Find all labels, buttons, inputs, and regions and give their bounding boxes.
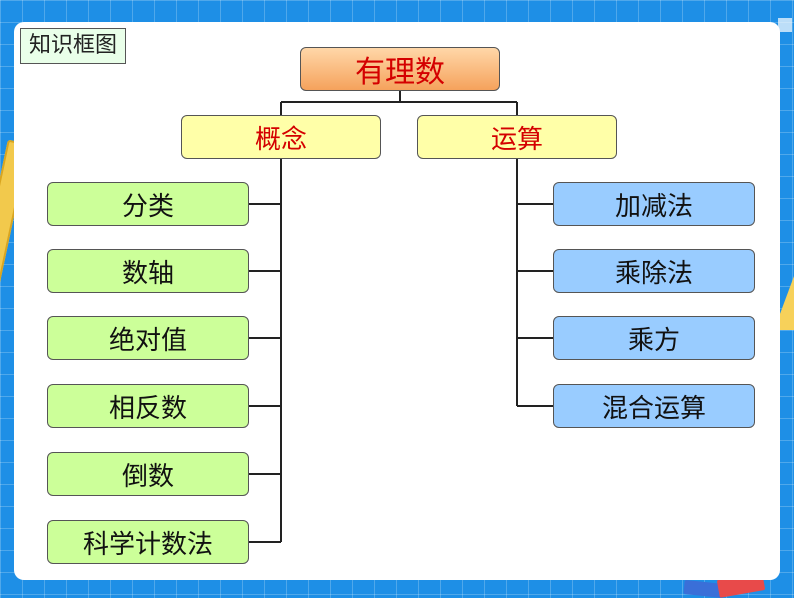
concept-node: 倒数: [47, 452, 249, 496]
slide-card: 知识框图 有理数 概念 运算 分类 数轴 绝对值 相反数 倒数: [14, 22, 780, 580]
branch-node-operations: 运算: [417, 115, 617, 159]
root-node: 有理数: [300, 47, 500, 91]
concept-node: 分类: [47, 182, 249, 226]
concept-node: 数轴: [47, 249, 249, 293]
operation-node: 加减法: [553, 182, 755, 226]
concept-node: 科学计数法: [47, 520, 249, 564]
operation-node: 乘方: [553, 316, 755, 360]
operation-node: 混合运算: [553, 384, 755, 428]
square-decoration: [778, 18, 792, 32]
concept-node: 相反数: [47, 384, 249, 428]
connector-lines: [249, 91, 553, 543]
page-title: 知识框图: [20, 28, 127, 64]
branch-node-concept: 概念: [181, 115, 381, 159]
concept-node: 绝对值: [47, 316, 249, 360]
operation-node: 乘除法: [553, 249, 755, 293]
